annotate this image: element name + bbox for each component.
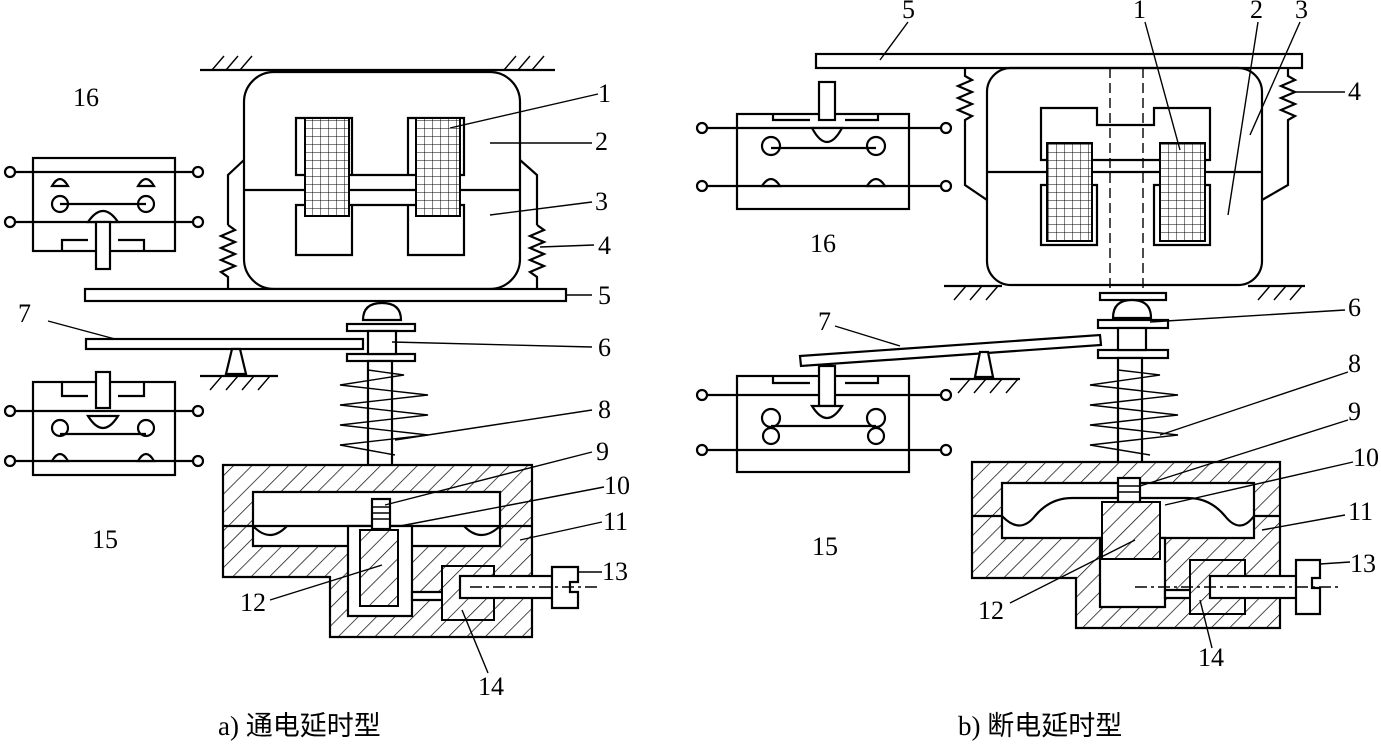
valve-plug-a (359, 529, 399, 607)
spring-right-a (527, 224, 547, 289)
label-2: 2 (595, 127, 608, 156)
label-b-1: 1 (1133, 0, 1146, 24)
label-11: 11 (603, 507, 628, 536)
label-9: 9 (596, 437, 609, 466)
contact-block-16-a (3, 156, 205, 271)
lever-a (84, 337, 365, 351)
label-15: 15 (92, 525, 118, 554)
label-13: 13 (602, 557, 628, 586)
label-4: 4 (598, 231, 611, 260)
label-b-7: 7 (818, 307, 831, 336)
label-b-11: 11 (1348, 497, 1373, 526)
push-plate-a (83, 287, 568, 303)
contact-block-15-a (3, 370, 205, 477)
label-5: 5 (598, 281, 611, 310)
spring-right-b (1278, 68, 1298, 125)
contact-block-15-b (695, 364, 953, 474)
label-3: 3 (595, 187, 608, 216)
spring-8-a (339, 369, 429, 456)
spring-left-a (218, 224, 238, 289)
valve-plug-b (1101, 501, 1161, 560)
label-16: 16 (73, 83, 99, 112)
label-b-14: 14 (1198, 643, 1224, 672)
label-b-8: 8 (1348, 349, 1361, 378)
contact-block-16-b (695, 80, 953, 211)
caption-a: a) 通电延时型 (218, 711, 381, 741)
spring-left-b (955, 68, 975, 125)
pivot-a (224, 347, 248, 376)
label-b-2: 2 (1250, 0, 1263, 24)
coil-left (304, 117, 350, 217)
coil-right (415, 117, 461, 217)
pivot-b (973, 350, 995, 379)
ceiling-mount (200, 55, 555, 72)
air-chamber-a (221, 463, 598, 639)
label-b-16: 16 (810, 229, 836, 258)
lever-b (798, 333, 1103, 368)
coil-right-b (1159, 142, 1206, 242)
label-12: 12 (240, 588, 266, 617)
electromagnet-a (226, 70, 539, 291)
label-b-10: 10 (1353, 443, 1379, 472)
leader-lines-a (47, 93, 605, 674)
label-b-13: 13 (1350, 549, 1376, 578)
label-b-6: 6 (1348, 293, 1361, 322)
label-b-15: 15 (812, 532, 838, 561)
label-b-4: 4 (1348, 77, 1361, 106)
top-plate-b (814, 52, 1304, 70)
label-b-9: 9 (1348, 397, 1361, 426)
diagram-a: 1 2 3 4 5 6 7 8 9 10 11 12 13 14 15 16 a… (3, 55, 630, 741)
label-10: 10 (604, 471, 630, 500)
label-1: 1 (598, 79, 611, 108)
caption-b: b) 断电延时型 (958, 711, 1122, 741)
label-b-12: 12 (978, 596, 1004, 625)
label-14: 14 (478, 672, 504, 701)
label-b-3: 3 (1295, 0, 1308, 24)
spring-8-b (1089, 369, 1179, 456)
label-7: 7 (18, 299, 31, 328)
air-chamber-b (970, 460, 1340, 630)
diagram-b: 5 1 2 3 4 6 7 8 9 10 11 12 13 14 15 16 b… (695, 0, 1379, 741)
label-6: 6 (598, 333, 611, 362)
leader-lines-b (834, 21, 1354, 649)
label-b-5: 5 (902, 0, 915, 24)
electromagnet-b (985, 66, 1264, 300)
coil-left-b (1046, 142, 1093, 242)
label-8: 8 (598, 395, 611, 424)
